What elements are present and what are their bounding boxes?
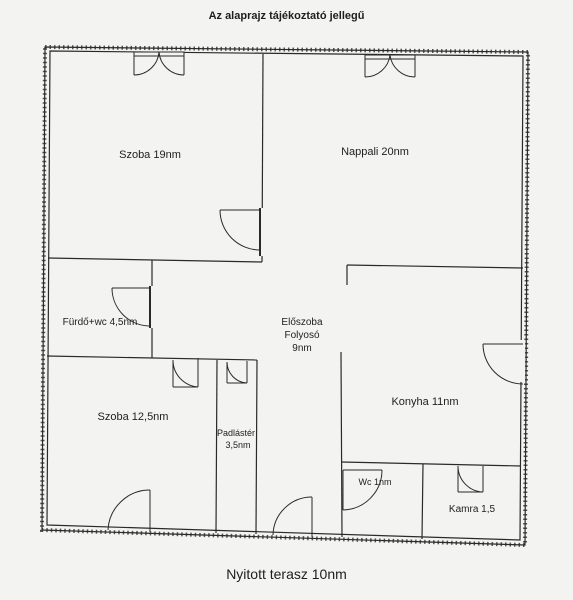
door-szoba-19-top	[133, 51, 185, 76]
label-szoba-19: Szoba 19nm	[119, 149, 181, 161]
label-eloszoba-2: Folyosó	[284, 330, 319, 341]
wall-padlaster-left	[215, 359, 218, 534]
door-wc	[342, 469, 383, 511]
door-entrance	[272, 496, 313, 537]
terrace-caption: Nyitott terasz 10nm	[226, 566, 347, 582]
label-furdo: Fürdő+wc 4,5nm	[63, 317, 138, 328]
doors	[107, 51, 525, 537]
door-nappali-top	[364, 54, 416, 78]
label-szoba-12: Szoba 12,5nm	[98, 411, 169, 423]
door-padlaster	[226, 361, 248, 384]
door-szoba-19	[219, 208, 263, 256]
wall-furdo-bottom	[46, 355, 258, 361]
door-szoba-12-bottom	[107, 489, 151, 532]
wall-wc-kamra	[421, 463, 424, 540]
label-kamra: Kamra 1,5	[449, 504, 496, 515]
door-szoba-12	[172, 358, 199, 388]
label-eloszoba-3: 9nm	[292, 343, 311, 354]
label-nappali: Nappali 20nm	[341, 146, 409, 158]
wall-konyha-left	[340, 351, 343, 538]
wall-szoba-bottom	[47, 257, 263, 263]
plan-title: Az alaprajz tájékoztató jellegű	[208, 10, 365, 22]
door-furdo	[111, 286, 154, 328]
door-konyha	[482, 340, 525, 385]
outer-walls	[39, 44, 531, 548]
label-konyha: Konyha 11nm	[391, 396, 458, 408]
wall-padlaster-right	[255, 359, 258, 535]
wall-konyha-top	[346, 264, 524, 269]
door-kamra	[457, 465, 484, 493]
wall-wc-top	[340, 461, 522, 467]
label-wc: Wc 1nm	[358, 477, 391, 487]
label-padlaster-2: 3,5nm	[225, 440, 250, 450]
label-eloszoba-1: Előszoba	[281, 317, 323, 328]
label-padlaster-1: Padlástér	[217, 428, 255, 438]
interior-walls	[46, 53, 524, 540]
